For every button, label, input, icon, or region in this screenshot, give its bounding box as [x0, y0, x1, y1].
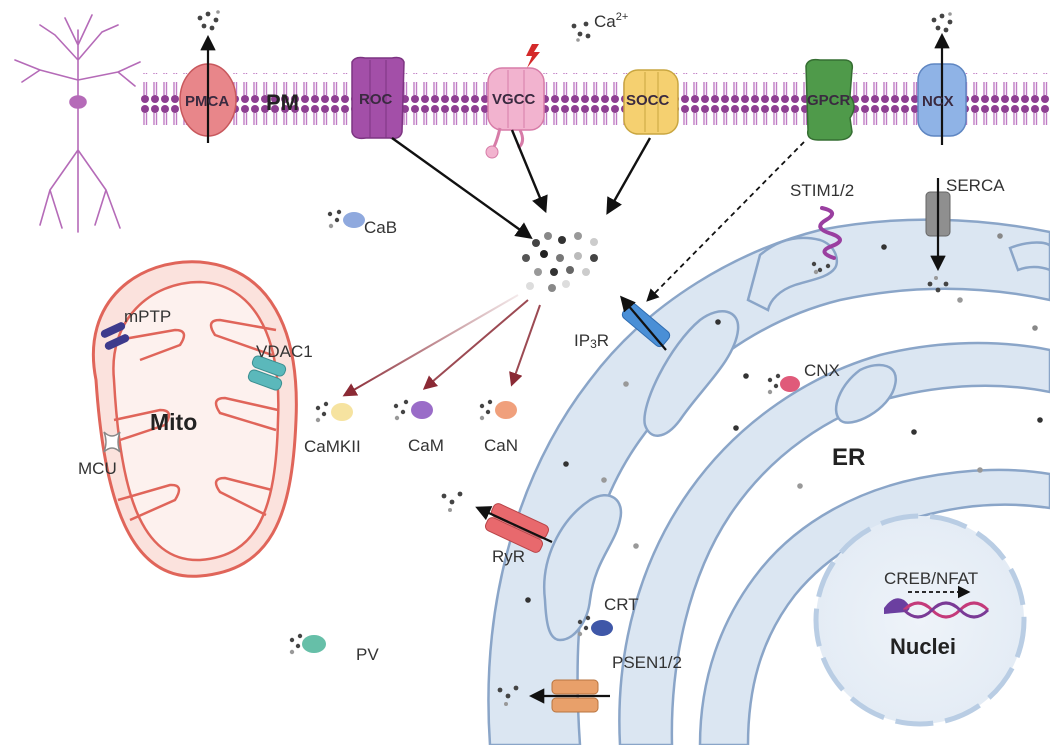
ca-ion-cluster — [571, 21, 591, 42]
camkii-arrow — [342, 294, 519, 397]
er-label: ER — [832, 444, 865, 471]
ip3r-label: IP3R — [574, 331, 609, 351]
stim-protein-icon — [811, 206, 842, 275]
neuron-icon — [14, 14, 141, 233]
mito-label: Mito — [150, 409, 197, 435]
cam-protein-icon — [393, 399, 433, 421]
gpcr-ip3r-arrow — [646, 141, 805, 302]
ca-label: Ca2+ — [594, 11, 628, 31]
psen-label: PSEN1/2 — [612, 653, 682, 672]
psen-channel-icon — [497, 679, 610, 713]
crt-label: CRT — [604, 595, 639, 614]
cnx-label: CNX — [804, 361, 840, 380]
mcu-label: MCU — [78, 459, 117, 478]
pm-label: PM — [266, 90, 299, 115]
vdac1-label: VDAC1 — [256, 342, 313, 361]
cam-label: CaM — [408, 436, 444, 455]
camkii-protein-icon — [315, 401, 353, 423]
mptp-label: mPTP — [124, 307, 171, 326]
cnx-protein-icon — [767, 373, 800, 395]
cam-arrow — [422, 299, 529, 390]
lightning-icon — [526, 44, 540, 68]
pv-label: PV — [356, 645, 379, 664]
mitochondrion — [91, 260, 298, 578]
can-label: CaN — [484, 436, 518, 455]
socc-channel — [623, 69, 679, 135]
roc-influx-arrow — [391, 137, 533, 239]
ca-ion-cluster — [197, 10, 220, 31]
ca-ion-cluster — [931, 12, 953, 33]
er-lumen-ca — [525, 233, 1043, 603]
vgcc-label: VGCC — [492, 91, 536, 108]
serca-label: SERCA — [946, 176, 1005, 195]
pmca-label: PMCA — [185, 93, 229, 110]
cab-label: CaB — [364, 218, 397, 237]
pmca-channel — [179, 34, 237, 143]
ncx-channel — [917, 32, 967, 145]
mcu-channel-icon — [103, 431, 121, 453]
pv-protein-icon — [289, 633, 326, 655]
vgcc-channel — [485, 67, 545, 159]
plasma-membrane — [140, 73, 1050, 125]
gpcr-label: GPCR — [807, 92, 851, 109]
roc-label: ROC — [359, 91, 393, 108]
ip3r-channel-icon — [620, 295, 671, 351]
socc-influx-arrow — [606, 137, 652, 215]
creb-nfat-label: CREB/NFAT — [884, 569, 978, 588]
vdac1-channel-icon — [247, 355, 287, 391]
nucleus — [813, 513, 1027, 727]
cab-protein-icon — [327, 209, 365, 229]
camkii-label: CaMKII — [304, 437, 361, 456]
ncx-label: NCX — [922, 93, 954, 110]
ryr-channel-icon — [441, 491, 553, 553]
can-protein-icon — [479, 399, 517, 421]
mptp-pore-icon — [100, 322, 130, 350]
nuclei-label: Nuclei — [890, 634, 956, 659]
serca-pump-icon — [925, 178, 951, 293]
crt-protein-icon — [577, 615, 613, 637]
vgcc-influx-arrow — [510, 129, 548, 214]
can-arrow — [509, 304, 541, 387]
socc-label: SOCC — [626, 92, 670, 109]
roc-channel — [351, 56, 405, 140]
gpcr-receptor — [805, 58, 855, 141]
stim-label: STIM1/2 — [790, 181, 854, 200]
ryr-label: RyR — [492, 547, 525, 566]
transcription-icon — [884, 585, 990, 619]
cytosolic-ca-pool — [522, 232, 598, 292]
